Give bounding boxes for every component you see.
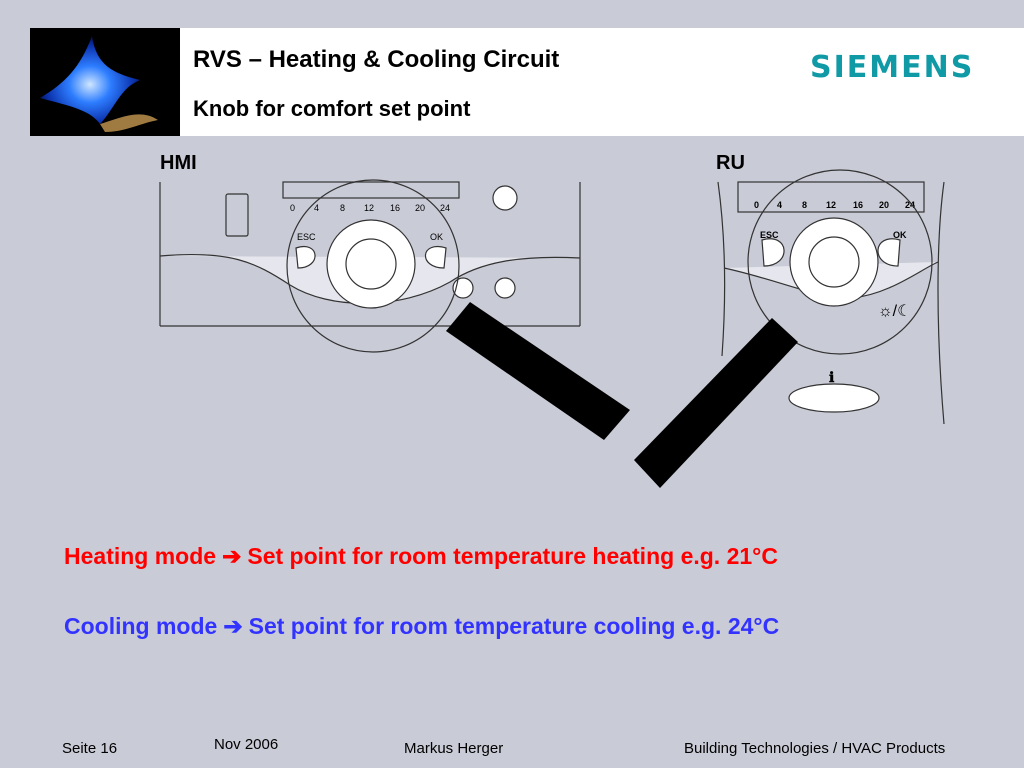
ru-callout-bar bbox=[634, 318, 798, 488]
ru-tick-0: 0 bbox=[754, 200, 759, 210]
hmi-tick-20: 20 bbox=[415, 203, 425, 213]
ru-esc-label: ESC bbox=[760, 230, 779, 240]
hmi-knob bbox=[326, 219, 416, 309]
cooling-setpoint-text: Set point for room temperature cooling e… bbox=[248, 613, 780, 639]
slide-subtitle: Knob for comfort set point bbox=[193, 96, 471, 121]
ru-tick-16: 16 bbox=[853, 200, 863, 210]
hmi-tick-16: 16 bbox=[390, 203, 400, 213]
ru-zoom-circle bbox=[747, 169, 933, 355]
hmi-tick-24: 24 bbox=[440, 203, 450, 213]
footer-date: Nov 2006 bbox=[214, 736, 279, 753]
ru-tick-8: 8 bbox=[802, 200, 807, 210]
ru-knob bbox=[789, 217, 879, 307]
ru-scale: 0 4 8 12 16 20 24 ESC OK bbox=[754, 200, 915, 240]
hmi-tick-12: 12 bbox=[364, 203, 374, 213]
ru-tick-4: 4 bbox=[777, 200, 782, 210]
footer-page: Seite 16 bbox=[62, 740, 118, 757]
footer-org: Building Technologies / HVAC Products bbox=[684, 740, 946, 757]
flame-image bbox=[30, 28, 180, 136]
heating-mode-line: Heating mode➔Set point for room temperat… bbox=[64, 543, 778, 570]
right-arrow-icon: ➔ bbox=[222, 543, 242, 569]
heating-mode-label: Heating mode bbox=[64, 543, 217, 569]
siemens-logo: SIEMENS bbox=[810, 50, 975, 85]
device-diagram: 0 4 8 12 16 20 24 ESC OK 0 4 8 12 16 20 … bbox=[159, 169, 945, 488]
ru-tick-24: 24 bbox=[905, 200, 915, 210]
sun-moon-icon: ☼/☾ bbox=[878, 303, 911, 320]
right-arrow-icon: ➔ bbox=[223, 613, 243, 639]
hmi-tick-4: 4 bbox=[314, 203, 319, 213]
hmi-ok-label: OK bbox=[430, 232, 443, 242]
hmi-esc-label: ESC bbox=[297, 232, 316, 242]
ru-tick-12: 12 bbox=[826, 200, 836, 210]
hmi-scale: 0 4 8 12 16 20 24 ESC OK bbox=[290, 203, 450, 242]
cooling-mode-line: Cooling mode➔Set point for room temperat… bbox=[64, 613, 779, 640]
ru-ok-label: OK bbox=[893, 230, 907, 240]
heating-setpoint-text: Set point for room temperature heating e… bbox=[247, 543, 778, 569]
hmi-zoom-circle bbox=[286, 179, 460, 353]
slide-header bbox=[30, 28, 1024, 136]
hmi-tick-8: 8 bbox=[340, 203, 345, 213]
hmi-tick-0: 0 bbox=[290, 203, 295, 213]
ru-tick-20: 20 bbox=[879, 200, 889, 210]
footer-author: Markus Herger bbox=[404, 740, 504, 757]
hmi-callout-bar bbox=[446, 302, 630, 440]
cooling-mode-label: Cooling mode bbox=[64, 613, 218, 639]
info-icon: ℹ bbox=[829, 369, 835, 385]
ru-label: RU bbox=[716, 152, 745, 174]
hmi-label: HMI bbox=[160, 152, 197, 174]
slide-title: RVS – Heating & Cooling Circuit bbox=[193, 46, 560, 73]
